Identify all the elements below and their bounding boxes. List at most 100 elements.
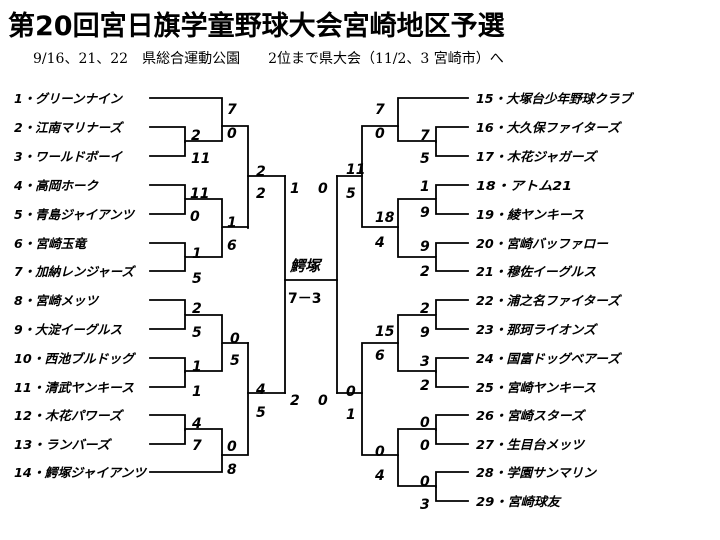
score-right: 6 xyxy=(375,348,385,364)
score-right: 2 xyxy=(420,378,430,394)
right-line xyxy=(397,314,469,344)
right-line xyxy=(397,97,469,127)
score-right: 9 xyxy=(420,205,430,221)
right-line xyxy=(435,184,469,199)
team-label-right: 26・宮崎スターズ xyxy=(476,408,587,423)
left-line xyxy=(149,343,223,388)
score-left: 0 xyxy=(318,181,328,197)
left-line xyxy=(221,392,249,456)
score-left: 0 xyxy=(230,331,240,347)
team-label-right: 28・学園サンマリン xyxy=(476,465,598,480)
score-left: 5 xyxy=(230,353,240,369)
score-right: 0 xyxy=(375,444,385,460)
left-line xyxy=(149,126,223,157)
team-label-left: 14・鰐塚ジャイアンツ xyxy=(14,465,148,480)
teams-left: 1・グリーンナイン2・江南マリナーズ3・ワールドボーイ4・高岡ホーク5・青島ジャ… xyxy=(13,91,148,480)
left-line xyxy=(149,126,186,143)
team-label-left: 8・宮崎メッツ xyxy=(14,293,99,308)
score-left: 1 xyxy=(227,215,237,231)
right-r2-lines xyxy=(336,125,399,456)
score-left: 8 xyxy=(227,462,237,478)
team-label-left: 3・ワールドボーイ xyxy=(14,149,123,164)
champion-name: 鰐塚 xyxy=(289,257,323,275)
score-right: 3 xyxy=(420,497,430,513)
right-line xyxy=(435,126,469,143)
team-label-right: 21・穆佐イーグルス xyxy=(476,264,596,279)
score-right: 18 xyxy=(375,210,395,226)
team-label-left: 6・宮崎玉竜 xyxy=(14,236,89,251)
right-line xyxy=(397,343,469,388)
score-right: 1 xyxy=(420,179,430,195)
right-line xyxy=(397,198,469,228)
left-line xyxy=(149,184,186,199)
left-line xyxy=(149,198,249,228)
score-left: 7 xyxy=(192,438,202,454)
left-line xyxy=(149,242,186,257)
team-label-left: 13・ランバーズ xyxy=(14,437,113,452)
left-line xyxy=(149,455,223,473)
right-line xyxy=(435,299,469,315)
page-subtitle: 9/16、21、22 県総合運動公園 2位まで県大会（11/2、3 宮崎市）へ xyxy=(33,51,504,67)
teams-right: 15・大塚台少年野球クラブ 16・大久保ファイターズ 17・木花ジャガーズ 18・アト… xyxy=(476,91,635,509)
score-left: 2 xyxy=(256,164,266,180)
left-line xyxy=(149,314,249,344)
left-line xyxy=(221,125,249,177)
team-label-right: 19・綾ヤンキース xyxy=(476,207,585,222)
page-title: 第20回宮日旗学童野球大会宮崎地区予選 xyxy=(8,11,505,42)
score-left: 4 xyxy=(191,416,202,432)
score-left: 0 xyxy=(318,393,328,409)
score-right: 11 xyxy=(346,162,365,178)
right-line xyxy=(397,126,469,157)
left-line xyxy=(149,227,223,272)
team-label-left: 10・西池ブルドッグ xyxy=(14,351,137,366)
score-left: 2 xyxy=(191,128,201,144)
right-line xyxy=(435,414,469,431)
team-label-right: 15・大塚台少年野球クラブ xyxy=(476,91,635,106)
score-left: 2 xyxy=(256,186,266,202)
score-right: 15 xyxy=(375,324,395,340)
team-label-left: 11・清武ヤンキース xyxy=(14,380,135,395)
final-score: 7－3 xyxy=(288,291,321,307)
score-left: 1 xyxy=(192,359,202,375)
score-right: 1 xyxy=(346,407,356,423)
left-line xyxy=(149,97,223,127)
team-label-left: 1・グリーンナイン xyxy=(14,91,123,106)
left-r1-lines xyxy=(149,97,249,473)
team-label-left: 7・加納レンジャーズ xyxy=(14,264,136,279)
score-right: 0 xyxy=(375,126,385,142)
team-label-left: 9・大淀イーグルス xyxy=(14,322,122,337)
left-line xyxy=(149,357,186,373)
score-left: 1 xyxy=(192,384,202,400)
left-line xyxy=(247,175,286,229)
score-right: 2 xyxy=(420,301,430,317)
right-line xyxy=(361,125,399,177)
team-label-right: 22・浦之名ファイターズ xyxy=(476,293,623,308)
score-right: 0 xyxy=(420,438,430,454)
right-line xyxy=(397,455,469,502)
score-left: 5 xyxy=(192,271,202,287)
left-line xyxy=(149,428,223,456)
team-label-left: 2・江南マリナーズ xyxy=(14,120,124,135)
score-left: 1 xyxy=(290,181,300,197)
score-right: 0 xyxy=(420,474,430,490)
score-right: 5 xyxy=(346,186,356,202)
team-label-right: 18・アトム21 xyxy=(476,178,572,193)
team-label-right: 17・木花ジャガーズ xyxy=(476,149,599,164)
team-label-left: 5・青島ジャイアンツ xyxy=(14,207,135,222)
score-left: 2 xyxy=(192,301,202,317)
score-right: 2 xyxy=(420,264,430,280)
score-left: 2 xyxy=(290,393,300,409)
score-right: 9 xyxy=(420,239,430,255)
left-line xyxy=(247,342,286,394)
score-left: 6 xyxy=(227,238,237,254)
score-left: 1 xyxy=(192,246,202,262)
team-label-right: 16・大久保ファイターズ xyxy=(476,120,623,135)
score-left: 5 xyxy=(256,405,266,421)
left-r2-lines xyxy=(221,125,338,456)
score-left: 5 xyxy=(192,325,202,341)
score-right: 7 xyxy=(420,128,430,144)
team-label-right: 25・宮崎ヤンキース xyxy=(476,380,597,395)
team-label-right: 27・生目台メッツ xyxy=(476,437,586,452)
